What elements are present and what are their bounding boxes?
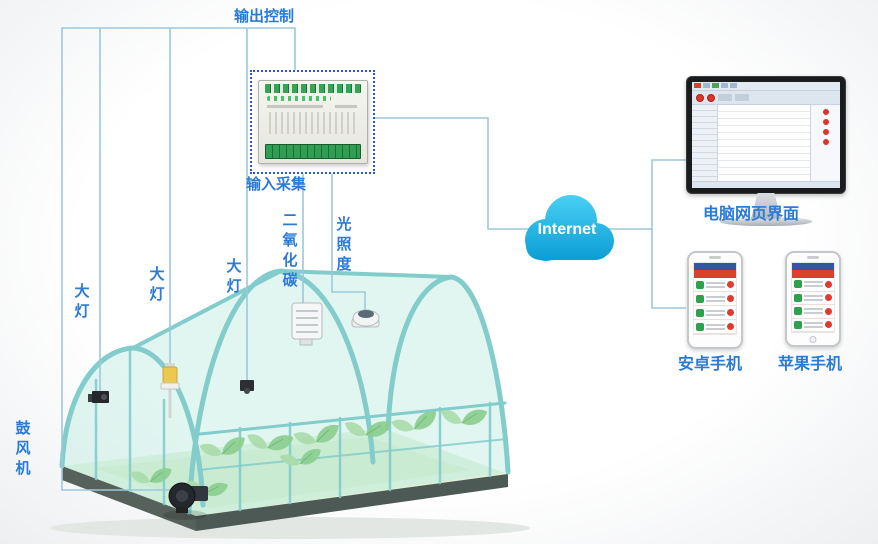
phone-titlebar	[792, 270, 834, 278]
phone-ui-row	[694, 320, 736, 334]
greenhouse-devices	[88, 302, 380, 520]
app-statusbar	[692, 181, 840, 188]
device-icon	[696, 280, 704, 289]
android-phone	[687, 251, 743, 349]
row-text-lines	[804, 294, 823, 301]
phone-ui-row	[792, 319, 834, 332]
co2-sensor	[291, 302, 323, 346]
alarm-icon	[727, 281, 734, 288]
phone-speaker	[807, 256, 819, 259]
light-sensor	[351, 309, 380, 328]
vent-slots	[268, 112, 357, 134]
alarm-icon	[825, 321, 832, 329]
phone-ui-row	[694, 306, 736, 320]
apple-phone	[785, 251, 841, 347]
lamp3-label: 大灯	[224, 258, 242, 298]
web-app-screenshot	[692, 82, 840, 188]
phone-statusbar	[694, 263, 736, 270]
alarm-icon	[727, 295, 734, 302]
alarm-icon	[825, 294, 832, 302]
phone-statusbar	[792, 263, 834, 270]
app-sidebar	[692, 105, 718, 181]
toolbar-button	[718, 94, 732, 101]
row-text-lines	[804, 308, 823, 315]
terminal-row-top	[264, 84, 361, 93]
illuminance-wire	[331, 174, 366, 310]
device-label-line	[266, 105, 323, 108]
app-menubar	[692, 82, 840, 91]
blower-fan	[163, 482, 208, 520]
alarm-icon	[825, 280, 832, 288]
controller-to-cloud	[375, 117, 532, 230]
blower-label: 鼓风机	[13, 420, 31, 480]
controller-selection-box	[250, 70, 375, 174]
row-text-lines	[804, 281, 823, 288]
phone-titlebar	[694, 270, 736, 278]
alarm-icon	[727, 309, 734, 316]
device-icon	[794, 280, 802, 289]
output-control-bus	[61, 27, 296, 491]
android-screen	[693, 262, 737, 335]
phone-ui-row	[792, 305, 834, 319]
phone-ui-row	[694, 292, 736, 306]
lamp1-fixture	[88, 391, 109, 403]
phone-speaker	[709, 256, 721, 259]
device-icon	[794, 307, 802, 316]
row-text-lines	[706, 323, 725, 330]
input-acquisition-label: 输入采集	[246, 176, 307, 193]
terminal-strip-bottom	[264, 144, 361, 159]
connection-lines	[61, 27, 686, 491]
lamp2-beacon	[160, 363, 180, 418]
row-text-lines	[706, 295, 725, 302]
lamp1-label: 大灯	[72, 283, 90, 323]
cloud-to-clients	[607, 159, 686, 309]
alarm-icon	[727, 323, 734, 330]
iphone-screen	[791, 262, 835, 333]
output-control-label: 输出控制	[234, 8, 295, 25]
status-indicator-icon	[696, 93, 704, 102]
co2-label: 二氧化碳	[280, 212, 298, 292]
toolbar-button	[735, 94, 749, 101]
app-alarm-column	[810, 105, 840, 181]
base-plinth-front	[196, 474, 508, 531]
illuminance-label: 光照度	[334, 216, 352, 276]
row-text-lines	[804, 321, 823, 328]
led-indicators	[266, 96, 331, 101]
desktop-monitor	[686, 76, 846, 226]
row-text-lines	[706, 281, 725, 288]
device-icon	[794, 320, 802, 329]
app-toolbar	[692, 91, 840, 105]
phone-ui-row	[694, 278, 736, 292]
glass-panels	[62, 271, 508, 516]
monitor-screen	[686, 76, 846, 194]
din-rail-controller	[257, 80, 368, 164]
row-text-lines	[706, 309, 725, 316]
home-button	[809, 336, 817, 343]
device-label-line	[334, 105, 357, 108]
app-data-table	[718, 105, 810, 181]
alarm-icon	[825, 307, 832, 315]
device-icon	[696, 294, 704, 303]
status-indicator-icon	[707, 93, 715, 102]
pc-web-label: 电脑网页界面	[703, 206, 800, 223]
greenhouse-frame	[59, 268, 511, 515]
device-icon	[794, 293, 802, 302]
lamp3-hanging	[240, 380, 254, 394]
ground-shadow	[50, 517, 530, 539]
app-body	[692, 105, 840, 181]
lamp2-label: 大灯	[147, 266, 165, 306]
device-icon	[696, 322, 704, 331]
android-phone-label: 安卓手机	[678, 356, 743, 373]
apple-phone-label: 苹果手机	[778, 356, 843, 373]
base-plinth-left	[62, 466, 196, 531]
internet-label: Internet	[537, 221, 597, 238]
monitor-base	[720, 217, 812, 226]
phone-ui-row	[792, 292, 834, 305]
internet-cloud	[525, 195, 614, 261]
device-icon	[696, 308, 704, 317]
phone-ui-row	[792, 278, 834, 292]
greenhouse-illustration	[50, 268, 530, 539]
